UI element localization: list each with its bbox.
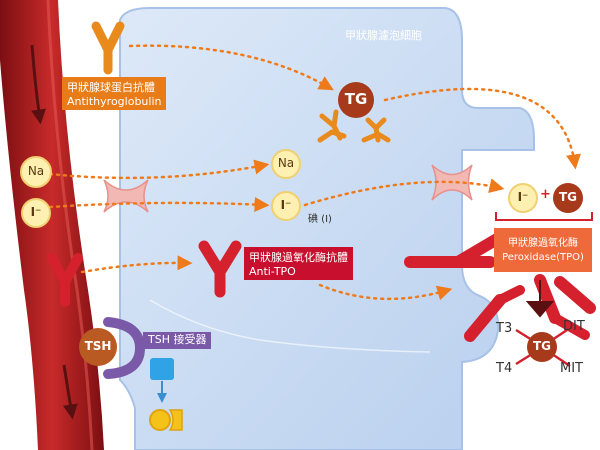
cell-label: 甲狀腺濾泡細胞 <box>345 29 422 42</box>
antibody-binding-tg-icon <box>317 109 391 143</box>
antithyroglobulin-label: 甲狀腺球蛋白抗體 Antithyroglobulin <box>62 77 167 110</box>
tsh-receptor-icon <box>103 317 146 379</box>
iodide-circle-colloid <box>508 183 538 213</box>
signal-protein-icon <box>150 358 174 380</box>
dit-label: DIT <box>563 319 585 334</box>
iodide-circle-cell <box>271 191 301 221</box>
follicular-cell <box>119 7 535 450</box>
na-circle-vessel <box>20 156 52 188</box>
anti-tpo-antibody-icon-vessel <box>47 253 83 307</box>
anti-tpo-label: 甲狀腺過氧化酶抗體 Anti-TPO <box>244 247 353 280</box>
tg-circle-hormones <box>527 332 557 362</box>
tsh-receptor-label: TSH 接受器 <box>143 332 212 349</box>
tpo-product-arrow <box>525 280 555 318</box>
tg-text-hormones: TG <box>532 339 552 353</box>
iodide-text-vessel: I⁻ <box>30 205 42 219</box>
iodide-text-colloid: I⁻ <box>517 190 529 204</box>
tpo-enzyme-label: 甲狀腺過氧化酶 Peroxidase(TPO) <box>494 228 592 272</box>
antithyroglobulin-zh: 甲狀腺球蛋白抗體 <box>67 81 155 94</box>
arrow-iodide-to-colloid <box>303 178 505 207</box>
arrow-anti-tpo-to-peroxidase <box>318 283 453 301</box>
antithyroglobulin-en: Antithyroglobulin <box>67 95 162 108</box>
arrow-antithyroglobulin-to-tg <box>128 44 334 91</box>
tpo-enzyme-zh: 甲狀腺過氧化酶 <box>508 238 578 249</box>
tg-text-colloid: TG <box>558 190 578 204</box>
arrow-tg-to-colloid <box>383 87 581 170</box>
arrow-na-into-cell <box>48 159 270 180</box>
antithyroglobulin-antibody-icon <box>91 21 125 75</box>
blood-flow-arrow <box>30 44 46 125</box>
plus-sign: + <box>540 187 551 202</box>
hormone-links <box>515 326 571 368</box>
cell-inner-highlight <box>149 299 431 353</box>
blood-vessel <box>0 0 104 450</box>
anti-tpo-zh: 甲狀腺過氧化酶抗體 <box>249 251 348 264</box>
tg-circle-colloid <box>553 183 583 213</box>
na-text-vessel: Na <box>27 164 45 178</box>
blood-flow-arrow <box>62 364 78 420</box>
iodide-text-cell: I⁻ <box>280 198 292 212</box>
tg-text-cell: TG <box>344 90 368 108</box>
anti-tpo-en: Anti-TPO <box>249 265 296 278</box>
mit-label: MIT <box>560 361 583 376</box>
t3-label: T3 <box>496 321 513 336</box>
tg-circle-cell <box>338 82 374 118</box>
na-circle-cell <box>271 149 301 179</box>
camp-molecule-icon <box>149 409 183 431</box>
tsh-circle <box>79 328 117 366</box>
tsh-text: TSH <box>84 339 112 353</box>
arrow-iodide-into-cell <box>48 197 270 212</box>
arrow-anti-tpo-to-cell <box>80 255 193 274</box>
iodide-circle-vessel <box>21 198 51 228</box>
tpo-enzyme-en: Peroxidase(TPO) <box>502 252 584 263</box>
anti-tpo-antibody-icon <box>198 240 242 298</box>
t4-label: T4 <box>496 361 513 376</box>
iodine-label: 碘 (I) <box>308 214 332 225</box>
reaction-bracket <box>495 212 593 221</box>
na-text-cell: Na <box>277 156 295 170</box>
